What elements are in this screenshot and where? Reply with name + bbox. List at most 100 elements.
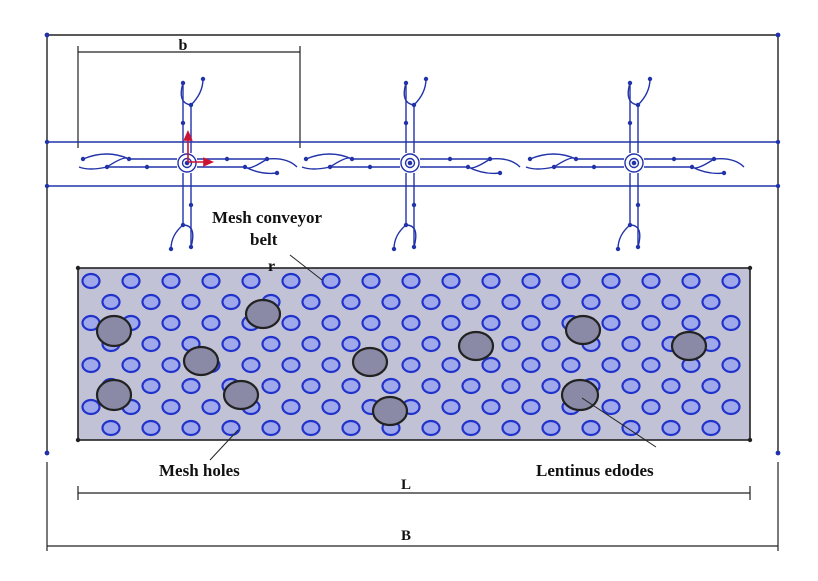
rotor-joint-dot bbox=[447, 156, 453, 162]
mesh-hole bbox=[441, 314, 461, 332]
mesh-hole bbox=[561, 356, 581, 374]
mesh-hole bbox=[541, 419, 561, 437]
rotor-joint-dot bbox=[367, 164, 373, 170]
rotor-blade bbox=[301, 166, 331, 170]
rotor-blade bbox=[244, 166, 278, 175]
rotor-joint-dot bbox=[711, 156, 717, 162]
mesh-hole bbox=[641, 272, 661, 290]
mesh-hole bbox=[221, 335, 241, 353]
rotor-joint-dot bbox=[144, 164, 150, 170]
mesh-hole bbox=[321, 356, 341, 374]
mesh-hole bbox=[121, 272, 141, 290]
rotor-joint-dot bbox=[573, 156, 579, 162]
mesh-hole bbox=[121, 356, 141, 374]
mesh-hole bbox=[601, 314, 621, 332]
shaft-end-dot bbox=[44, 139, 50, 145]
mesh-hole bbox=[621, 377, 641, 395]
rotor-2 bbox=[301, 76, 521, 252]
mesh-hole bbox=[681, 398, 701, 416]
rotor-joint-dot bbox=[403, 222, 409, 228]
frame-dot bbox=[44, 32, 50, 38]
mushroom-1 bbox=[95, 314, 133, 348]
leader-lentinus bbox=[581, 397, 657, 448]
mesh-hole bbox=[301, 377, 321, 395]
rotor-joint-dot bbox=[180, 80, 186, 86]
frame-dot bbox=[44, 450, 50, 456]
belt-corner-dot bbox=[747, 265, 753, 271]
mesh-hole bbox=[281, 398, 301, 416]
mesh-hole bbox=[161, 272, 181, 290]
mesh-hole bbox=[701, 293, 721, 311]
mesh-hole bbox=[721, 356, 741, 374]
rotor-blade bbox=[467, 158, 491, 169]
mesh-hole bbox=[481, 272, 501, 290]
rotor-joint-dot bbox=[242, 164, 248, 170]
mesh-hole bbox=[721, 398, 741, 416]
mesh-hole bbox=[501, 335, 521, 353]
rotor-blade bbox=[78, 166, 108, 170]
mesh-hole bbox=[281, 314, 301, 332]
mesh-hole bbox=[661, 377, 681, 395]
mesh-hole bbox=[421, 419, 441, 437]
mesh-hole bbox=[281, 356, 301, 374]
mesh-hole bbox=[521, 272, 541, 290]
mesh-hole bbox=[161, 398, 181, 416]
mushroom-10 bbox=[670, 330, 708, 362]
rotor-blade bbox=[170, 224, 184, 250]
mesh-hole bbox=[101, 419, 121, 437]
frame-dot bbox=[775, 450, 781, 456]
mesh-hole bbox=[621, 335, 641, 353]
mesh-hole bbox=[321, 314, 341, 332]
mesh-hole bbox=[601, 356, 621, 374]
mesh-hole bbox=[361, 314, 381, 332]
rotor-blade bbox=[106, 157, 130, 168]
label-L: L bbox=[401, 477, 411, 493]
mesh-hole bbox=[421, 377, 441, 395]
mesh-hole bbox=[481, 398, 501, 416]
rotor-joint-dot bbox=[635, 244, 641, 250]
rotor-joint-dot bbox=[497, 170, 503, 176]
rotor-joint-dot bbox=[615, 246, 621, 252]
rotor-blade bbox=[617, 224, 631, 250]
rotor-joint-dot bbox=[104, 164, 110, 170]
axis-marker bbox=[183, 130, 214, 167]
label-mesh-holes: Mesh holes bbox=[159, 461, 240, 480]
mesh-hole bbox=[81, 356, 101, 374]
rotor-hub-center bbox=[184, 160, 190, 166]
mesh-hole bbox=[461, 293, 481, 311]
mesh-hole bbox=[601, 398, 621, 416]
mesh-hole bbox=[201, 314, 221, 332]
mesh-hole bbox=[341, 335, 361, 353]
mesh-hole bbox=[521, 398, 541, 416]
mesh-hole bbox=[701, 377, 721, 395]
mesh-hole bbox=[181, 377, 201, 395]
mesh-hole bbox=[221, 293, 241, 311]
rotor-hub-inner bbox=[404, 157, 416, 169]
lentinus-group bbox=[95, 298, 708, 427]
rotor-joint-dot bbox=[527, 156, 533, 162]
mesh-hole bbox=[641, 356, 661, 374]
mesh-hole bbox=[201, 398, 221, 416]
mesh-hole bbox=[301, 293, 321, 311]
leader-mesh-holes bbox=[209, 429, 239, 461]
rotor-joint-dot bbox=[188, 102, 194, 108]
mesh-hole bbox=[361, 272, 381, 290]
rotor-joint-dot bbox=[180, 222, 186, 228]
rotor-joint-dot bbox=[303, 156, 309, 162]
dimension-b bbox=[77, 46, 301, 148]
mesh-hole bbox=[561, 272, 581, 290]
mesh-hole bbox=[381, 293, 401, 311]
rotor-blade bbox=[489, 157, 521, 168]
rotor-joint-dot bbox=[200, 76, 206, 82]
shaft-end-dot bbox=[775, 183, 781, 189]
belt-corner-dot bbox=[747, 437, 753, 443]
rotor-joint-dot bbox=[168, 246, 174, 252]
mushroom-4 bbox=[95, 378, 133, 412]
label-mesh-belt-line1: Mesh conveyor bbox=[212, 208, 322, 227]
mesh-hole bbox=[301, 335, 321, 353]
rotor-blade bbox=[553, 157, 577, 168]
rotor-joint-dot bbox=[411, 102, 417, 108]
mesh-hole bbox=[381, 377, 401, 395]
mesh-hole bbox=[321, 272, 341, 290]
rotor-blade bbox=[713, 157, 745, 168]
